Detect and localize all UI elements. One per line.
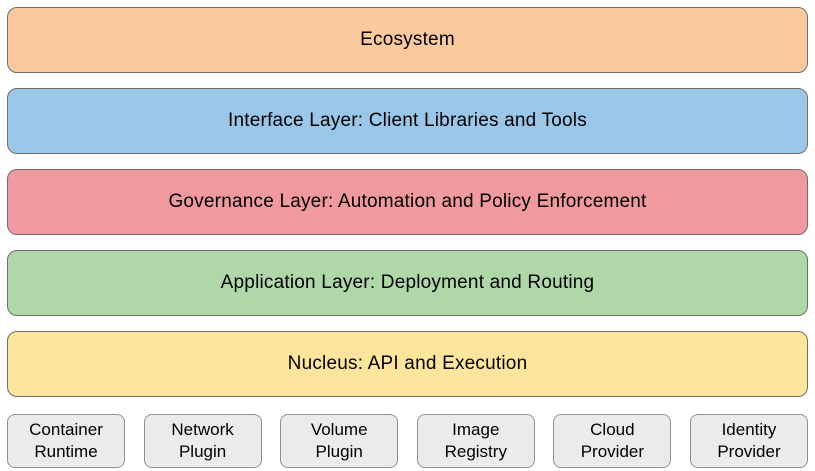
layer-ecosystem: Ecosystem [7, 7, 808, 73]
plugin-container-runtime: Container Runtime [7, 414, 125, 468]
layer-ecosystem-label: Ecosystem [360, 29, 455, 50]
plugin-container-runtime-label: Container Runtime [29, 420, 103, 461]
layer-nucleus: Nucleus: API and Execution [7, 331, 808, 397]
plugin-cloud-provider: Cloud Provider [553, 414, 672, 468]
plugin-volume-plugin: Volume Plugin [280, 414, 399, 468]
plugin-image-registry-label: Image Registry [444, 420, 507, 461]
layer-interface-label: Interface Layer: Client Libraries and To… [228, 110, 587, 131]
plugin-network-plugin: Network Plugin [143, 414, 262, 468]
layer-interface: Interface Layer: Client Libraries and To… [7, 88, 808, 154]
layer-governance: Governance Layer: Automation and Policy … [7, 169, 808, 235]
plugin-volume-plugin-label: Volume Plugin [310, 420, 368, 461]
plugin-identity-provider-label: Identity Provider [717, 420, 781, 461]
layer-governance-label: Governance Layer: Automation and Policy … [168, 191, 647, 212]
layer-nucleus-label: Nucleus: API and Execution [287, 353, 528, 374]
plugin-identity-provider: Identity Provider [689, 414, 808, 468]
plugin-network-plugin-label: Network Plugin [171, 420, 234, 461]
layer-application-label: Application Layer: Deployment and Routin… [220, 272, 595, 293]
plugins-row: Container Runtime Network Plugin Volume … [7, 414, 808, 468]
layer-application: Application Layer: Deployment and Routin… [7, 250, 808, 316]
plugin-image-registry: Image Registry [416, 414, 535, 468]
plugin-cloud-provider-label: Cloud Provider [580, 420, 645, 461]
